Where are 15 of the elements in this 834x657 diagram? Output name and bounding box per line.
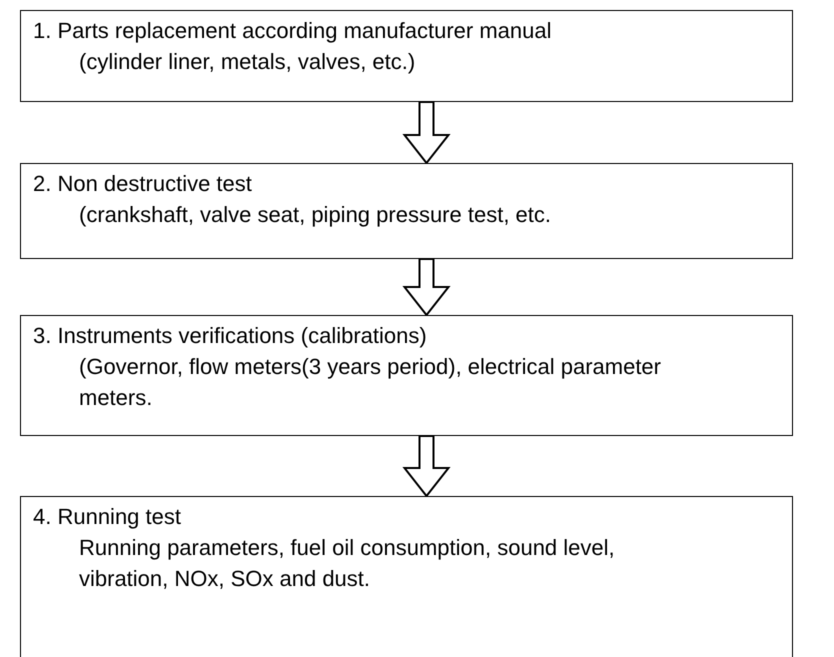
- block-arrow: [402, 435, 451, 498]
- step-box: [20, 496, 793, 657]
- step-heading: 1. Parts replacement according manufacturer manual: [33, 17, 552, 45]
- step-heading: 3. Instruments verifications (calibrations): [33, 322, 428, 350]
- step-description: (cylinder liner, metals, valves, etc.): [78, 48, 416, 76]
- step-box: [20, 10, 793, 102]
- step-box: [20, 315, 793, 436]
- step-description: (Governor, flow meters(3 years period), electrical parameter meters.: [78, 353, 662, 412]
- step-description: (crankshaft, valve seat, piping pressure test, etc.: [78, 201, 552, 229]
- step-heading: 2. Non destructive test: [33, 170, 253, 198]
- step-box: [20, 163, 793, 259]
- step-heading: 4. Running test: [33, 503, 182, 531]
- block-arrow: [402, 101, 451, 165]
- block-arrow: [402, 258, 451, 317]
- step-description: Running parameters, fuel oil consumption, sound level, vibration, NOx, SOx and dust.: [78, 534, 616, 593]
